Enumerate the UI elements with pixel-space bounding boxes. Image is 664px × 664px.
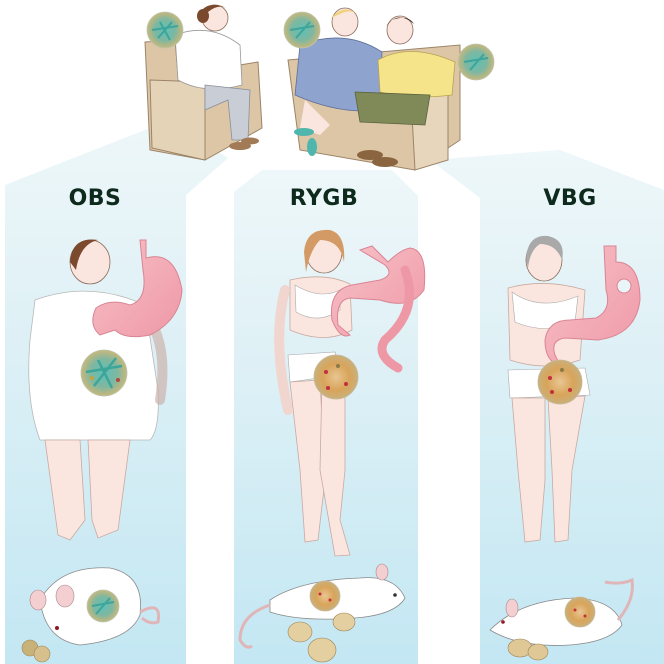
- person-obese-seated: [174, 4, 259, 150]
- stomach-rygb-bypass: [330, 245, 426, 373]
- panel-label-obs: OBS: [68, 186, 122, 211]
- microbiome-circle-rygb: [313, 354, 359, 400]
- microbiome-circle-top-left: [146, 11, 184, 49]
- microbiome-circle-top-blonde: [283, 11, 321, 49]
- fecal-pellets-obs: [21, 639, 51, 663]
- panel-vbg-background: [430, 150, 664, 664]
- mouse-vbg: [489, 577, 634, 646]
- fecal-pellets-rygb: [287, 612, 356, 663]
- stomach-vbg-banded: [544, 245, 641, 366]
- fecal-pellets-vbg: [507, 638, 549, 661]
- mouse-rygb: [238, 563, 406, 649]
- person-darkhair-yellow-top: [354, 15, 456, 167]
- microbiome-circle-vbg: [537, 359, 583, 405]
- stomach-obs-intact: [92, 239, 183, 338]
- human-vbg: [507, 235, 591, 543]
- panel-label-rygb: RYGB: [289, 186, 359, 211]
- mouse-obs: [29, 567, 161, 646]
- microbiome-circle-obs: [80, 349, 128, 397]
- panel-label-vbg: VBG: [543, 186, 597, 211]
- microbiome-circle-top-darkhair: [457, 43, 495, 81]
